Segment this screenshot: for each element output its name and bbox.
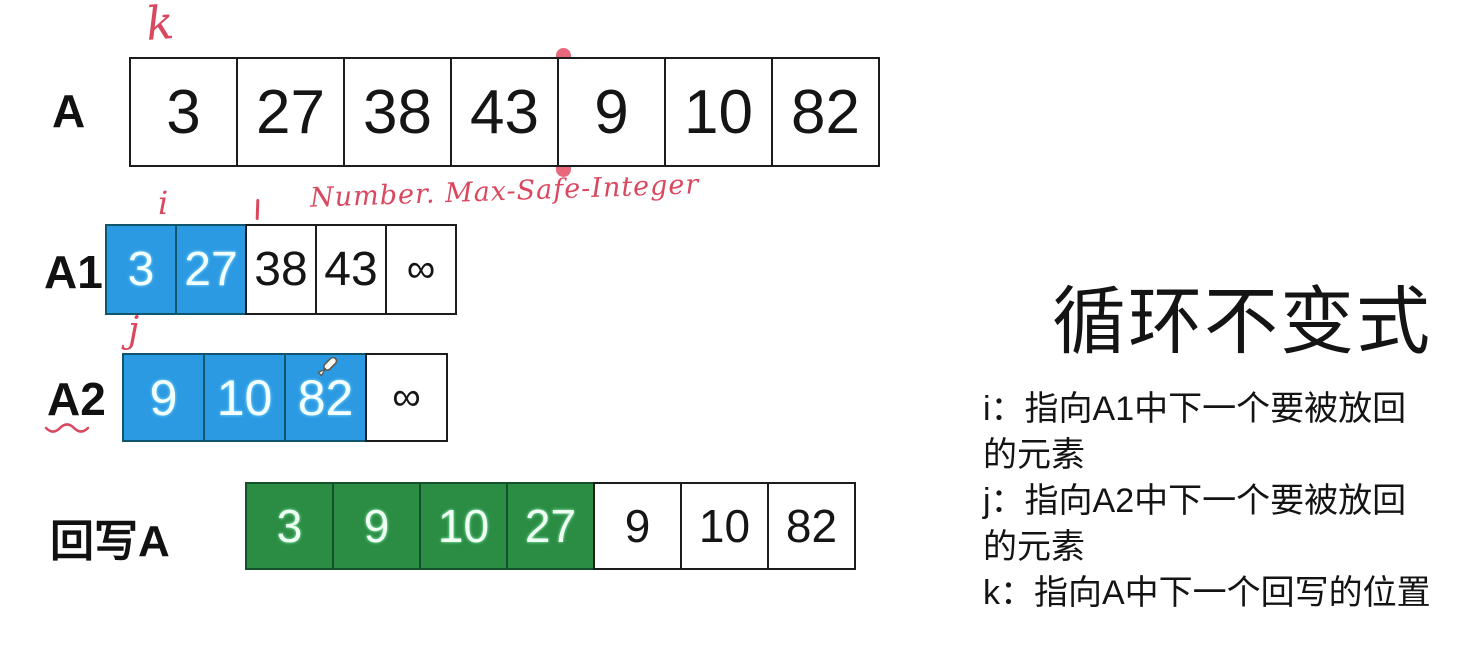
- array-cell: 3: [129, 57, 238, 167]
- array-cell: 9: [593, 482, 682, 570]
- tick-mark: [255, 198, 260, 221]
- array-cell: 43: [450, 57, 559, 167]
- pointer-notes: i：指向A1中下一个要被放回的元素 j：指向A2中下一个要被放回的元素 k：指向…: [983, 386, 1438, 616]
- array-a1-label: A1: [44, 246, 103, 298]
- pointer-k-annotation: k: [144, 0, 176, 51]
- array-cell: ∞: [365, 353, 448, 442]
- array-cell: 27: [506, 482, 595, 570]
- note-i: i：指向A1中下一个要被放回的元素: [983, 390, 1407, 474]
- array-cell: 10: [419, 482, 508, 570]
- array-cell: 9: [557, 57, 666, 167]
- array-cell: 9: [332, 482, 421, 570]
- writeback-a-label: 回写A: [50, 517, 170, 566]
- array-cell: 9: [122, 353, 205, 442]
- array-cell: 3: [245, 482, 334, 570]
- array-a-label: A: [52, 85, 86, 137]
- array-a2-label: A2: [47, 373, 106, 425]
- array-cell: 82: [767, 482, 856, 570]
- array-cell: ∞: [385, 224, 457, 315]
- array-cell: 3: [105, 224, 177, 315]
- max-safe-integer-note: Number. Max-Safe-Integer: [309, 169, 700, 214]
- array-cell: 27: [236, 57, 345, 167]
- array-cell: 82: [284, 353, 367, 442]
- panel-title: 循环不变式: [1052, 280, 1432, 363]
- pen-cursor-icon: [317, 356, 338, 377]
- array-cell: 82: [771, 57, 880, 167]
- array-cell: 43: [315, 224, 387, 315]
- array-cell: 38: [245, 224, 317, 315]
- note-k: k：指向A中下一个回写的位置: [983, 574, 1431, 612]
- pointer-j-annotation: j: [128, 310, 140, 351]
- pointer-i-annotation: i: [158, 184, 169, 222]
- array-cell: 10: [664, 57, 773, 167]
- array-cell: 38: [343, 57, 452, 167]
- array-cell: 27: [175, 224, 247, 315]
- note-j: j：指向A2中下一个要被放回的元素: [983, 482, 1407, 566]
- array-cell: 10: [680, 482, 769, 570]
- array-cell: 10: [203, 353, 286, 442]
